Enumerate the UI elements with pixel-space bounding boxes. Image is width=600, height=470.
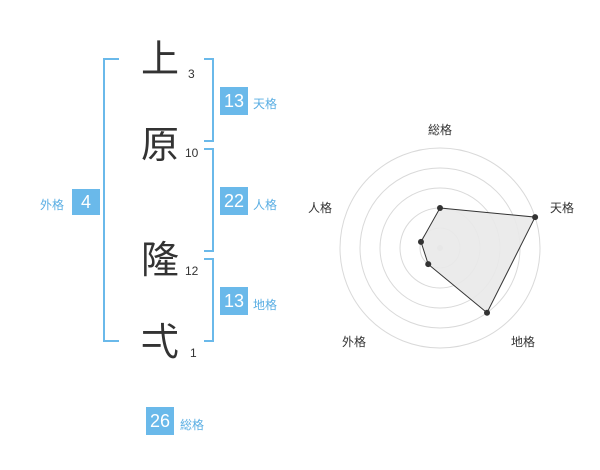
name-char-4: 弌 [141, 320, 180, 364]
radar-point-1 [532, 214, 539, 221]
chikaku-bracket [204, 258, 214, 342]
stroke-count-4: 1 [190, 346, 197, 360]
name-char-3: 隆 [141, 238, 180, 282]
name-char-2: 原 [141, 123, 180, 167]
radar-axis-label-chikaku: 地格 [511, 334, 535, 349]
radar-axis-label-gaikaku: 外格 [342, 334, 366, 349]
tenkaku-bracket [204, 58, 214, 142]
radar-axis-label-soukaku: 総格 [428, 122, 452, 137]
gaikaku-bracket [103, 58, 119, 342]
chikaku-label: 地格 [253, 298, 278, 312]
stroke-count-2: 10 [185, 146, 199, 160]
stroke-count-3: 12 [185, 264, 199, 278]
soukaku-value: 26 [146, 407, 174, 435]
radar-data-polygon [420, 207, 536, 314]
soukaku-label: 総格 [180, 418, 205, 432]
tenkaku-label: 天格 [253, 97, 278, 111]
radar-point-0 [437, 205, 443, 211]
radar-axis-label-jinkaku: 人格 [308, 200, 332, 215]
radar-axis-label-tenkaku: 天格 [550, 200, 574, 215]
jinkaku-label: 人格 [253, 198, 278, 212]
radar-points [417, 205, 539, 316]
gaikaku-value: 4 [72, 189, 100, 215]
jinkaku-value: 22 [220, 187, 248, 215]
tenkaku-value: 13 [220, 87, 248, 115]
gaikaku-label: 外格 [40, 198, 65, 212]
jinkaku-bracket [204, 148, 214, 252]
radar-point-4 [417, 238, 424, 245]
name-char-1: 上 [141, 37, 180, 81]
radar-point-2 [484, 309, 491, 316]
chikaku-value: 13 [220, 287, 248, 315]
radar-point-3 [425, 261, 432, 268]
radar-grid-ring-5 [339, 147, 541, 349]
stroke-count-1: 3 [188, 67, 195, 81]
